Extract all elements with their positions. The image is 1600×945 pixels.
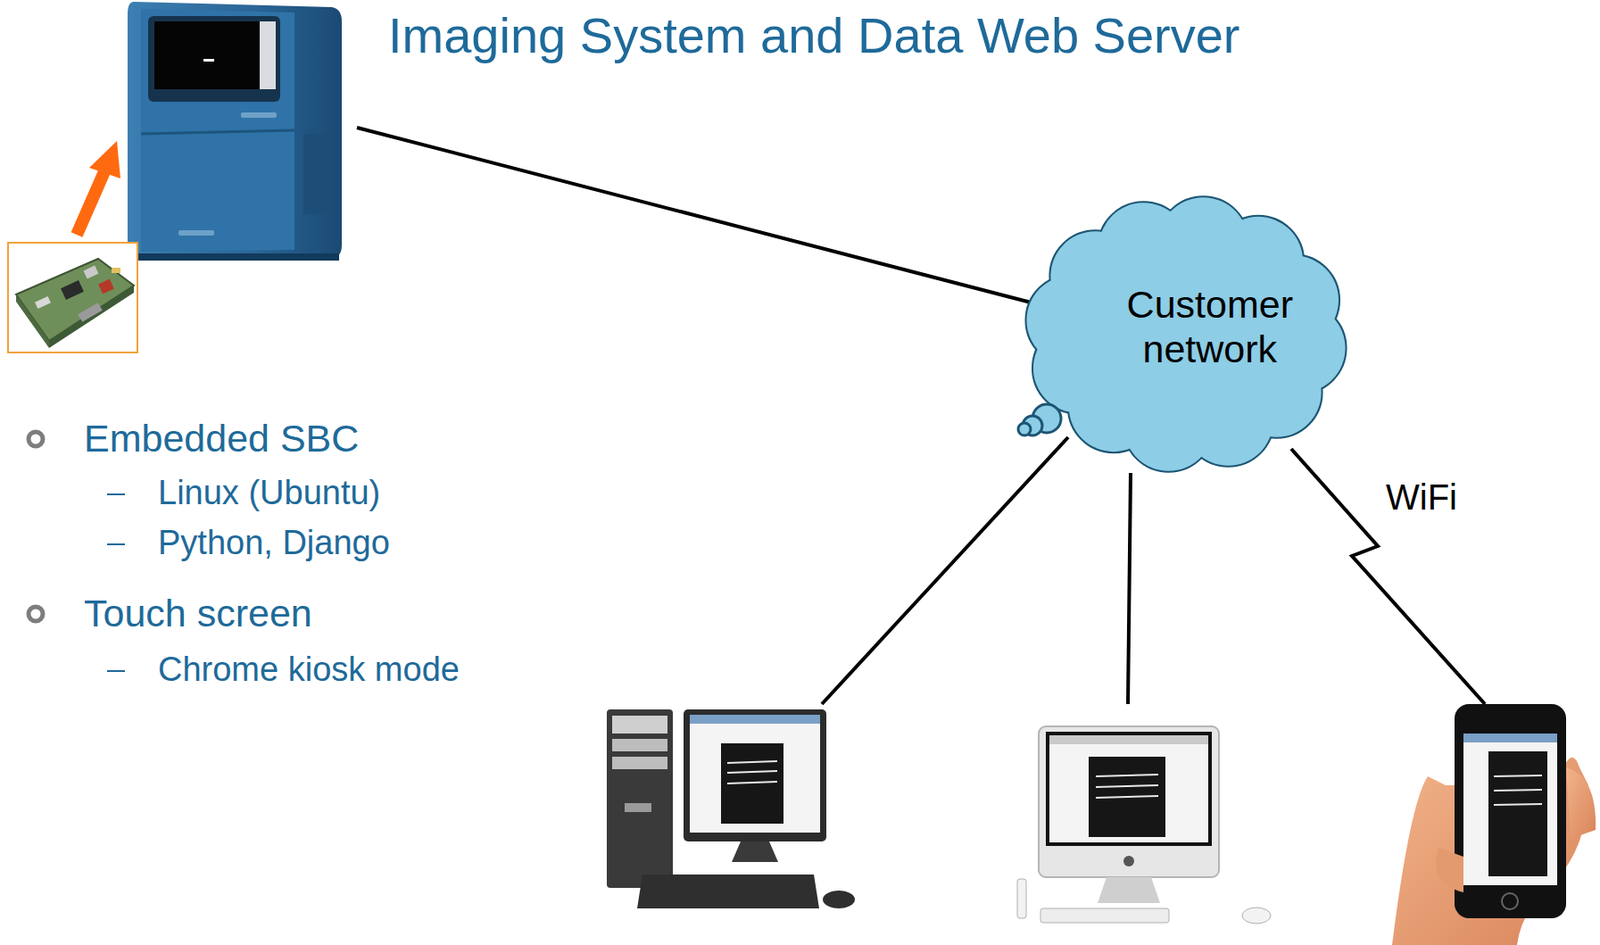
cloud-text-wrap: Customer network bbox=[1102, 282, 1318, 372]
bullet-text: Chrome kiosk mode bbox=[157, 650, 460, 690]
desktop-pc bbox=[606, 709, 855, 909]
bullet-text: Embedded SBC bbox=[83, 416, 359, 461]
sbc-board bbox=[8, 242, 138, 353]
network-cloud: Customer network bbox=[1019, 189, 1352, 480]
imaging-device bbox=[127, 1, 342, 261]
link-label: WiFi bbox=[1385, 476, 1458, 518]
network-wire bbox=[356, 127, 1485, 705]
bullet-marks bbox=[28, 431, 125, 672]
smartphone bbox=[1392, 704, 1596, 945]
node-text: Customer network bbox=[1102, 282, 1318, 372]
upgrade-arrow bbox=[76, 140, 121, 235]
imac bbox=[1017, 726, 1271, 924]
bullet-text: Linux (Ubuntu) bbox=[157, 473, 381, 514]
bullet-text: Python, Django bbox=[157, 523, 390, 564]
bullet-text: Touch screen bbox=[83, 591, 313, 636]
diagram-title: Imaging System and Data Web Server bbox=[388, 7, 1241, 65]
